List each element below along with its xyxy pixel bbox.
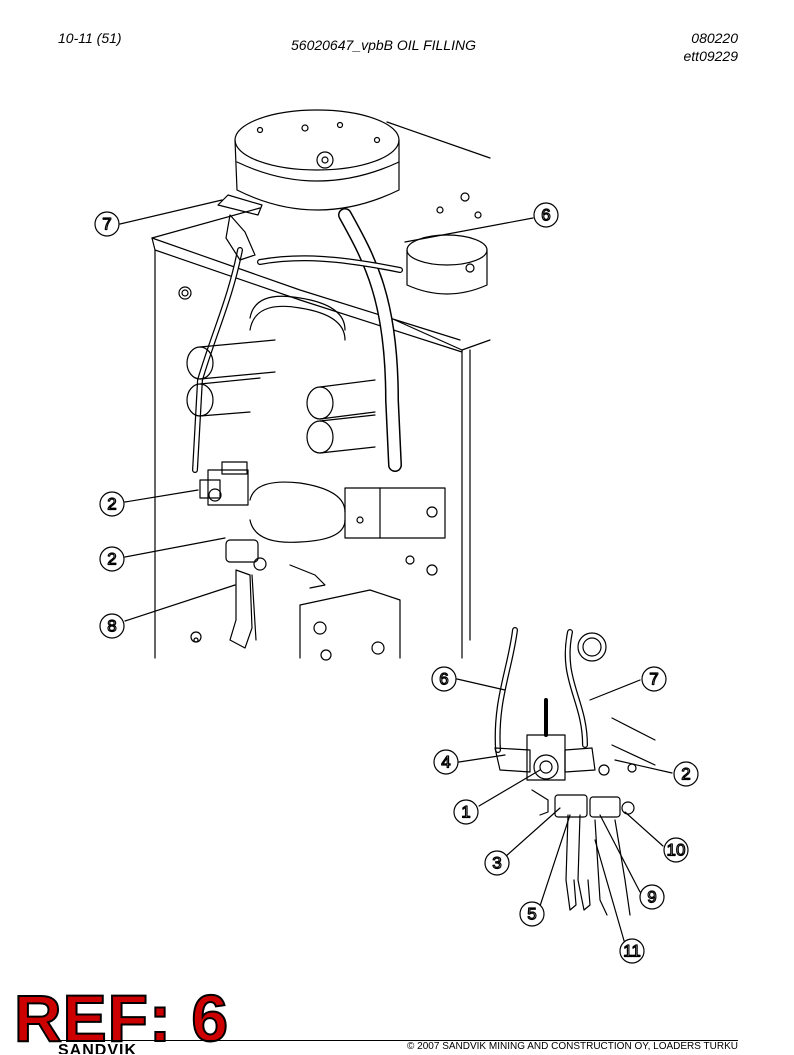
main-assembly-view (119, 109, 534, 661)
date-code: 080220 (691, 30, 738, 46)
drawing-code: ett09229 (683, 48, 739, 64)
copyright-notice: © 2007 SANDVIK MINING AND CONSTRUCTION O… (407, 1041, 738, 1052)
callout-11-detail: 11 (619, 938, 645, 964)
svg-text:7: 7 (102, 215, 111, 234)
svg-text:8: 8 (107, 617, 116, 636)
callout-1-detail: 1 (453, 799, 479, 825)
svg-text:11: 11 (623, 942, 641, 961)
callout-9-detail: 9 (639, 884, 665, 910)
svg-text:7: 7 (649, 670, 658, 689)
callouts-detail: 6 7 4 2 1 10 3 9 5 11 (431, 666, 699, 964)
page-reference: 10-11 (51) (58, 30, 122, 46)
drawing-title: 56020647_vpbB OIL FILLING (291, 37, 476, 53)
sandvik-logo: SANDVIK (58, 1040, 160, 1054)
svg-text:6: 6 (541, 206, 550, 225)
callout-10-detail: 10 (663, 837, 689, 863)
callout-6-main: 6 (533, 202, 559, 228)
callout-6-detail: 6 (431, 666, 457, 692)
callout-2-detail: 2 (673, 761, 699, 787)
callout-7-detail: 7 (641, 666, 667, 692)
svg-text:5: 5 (527, 905, 536, 924)
svg-text:1: 1 (461, 803, 470, 822)
svg-text:6: 6 (439, 670, 448, 689)
svg-text:2: 2 (681, 765, 690, 784)
callouts-main: 7 6 2 2 8 (94, 202, 559, 639)
drawing-codes: 080220 ett09229 (684, 29, 739, 65)
svg-text:2: 2 (107, 495, 116, 514)
svg-text:2: 2 (107, 550, 116, 569)
callout-3-detail: 3 (484, 850, 510, 876)
callout-7-main: 7 (94, 211, 120, 237)
svg-text:4: 4 (441, 753, 450, 772)
footer-rule (160, 1040, 738, 1041)
svg-text:3: 3 (492, 854, 501, 873)
callout-2-main-upper: 2 (99, 491, 125, 517)
callout-8-main: 8 (99, 613, 125, 639)
callout-2-main-lower: 2 (99, 546, 125, 572)
callout-4-detail: 4 (433, 749, 459, 775)
svg-text:9: 9 (647, 888, 656, 907)
callout-5-detail: 5 (519, 901, 545, 927)
svg-text:10: 10 (667, 841, 686, 860)
detail-assembly-view (456, 627, 673, 945)
